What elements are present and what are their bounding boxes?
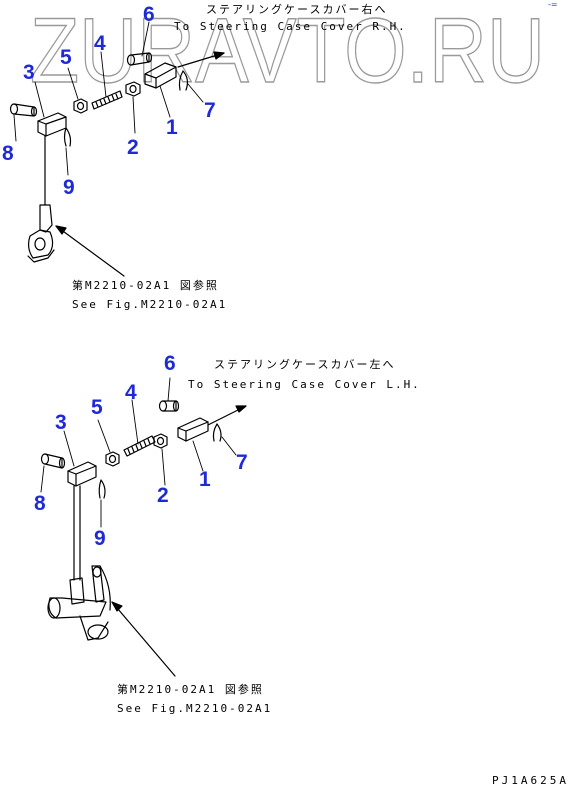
lower-clevis-3 (67, 461, 97, 487)
lower-callout-2: 2 (157, 484, 169, 507)
upper-yoke-1 (144, 62, 177, 89)
upper-callout-leaders (13, 21, 204, 176)
upper-callout-3: 3 (23, 61, 35, 84)
lower-reference-en: See Fig.M2210-02A1 (117, 702, 273, 715)
upper-clevis-3 (37, 112, 67, 137)
lower-callout-3: 3 (55, 411, 67, 434)
lower-direction-arrow (207, 405, 247, 426)
upper-reference-jp: 第M2210-02A1 図参照 (72, 279, 219, 292)
lower-callout-4: 4 (125, 381, 137, 404)
upper-nut-5 (73, 98, 88, 114)
upper-callout-8: 8 (2, 142, 14, 165)
upper-callout-2: 2 (127, 136, 139, 159)
lower-destination-jp: ステアリングケースカバー左へ (214, 358, 396, 371)
upper-callout-7: 7 (204, 99, 216, 122)
upper-callout-6: 6 (143, 3, 155, 26)
upper-nut-2 (125, 81, 141, 97)
lower-callout-8: 8 (34, 492, 46, 515)
upper-destination-jp: ステアリングケースカバー右へ (206, 3, 388, 16)
lower-callout-7: 7 (236, 451, 248, 474)
upper-reference-en: See Fig.M2210-02A1 (72, 298, 228, 311)
upper-callout-1: 1 (166, 116, 178, 139)
lower-reference-jp: 第M2210-02A1 図参照 (117, 683, 264, 696)
lower-ref-leader (111, 601, 176, 677)
lower-bolt-8 (40, 453, 66, 469)
upper-callout-5: 5 (60, 46, 72, 69)
upper-rod-4 (91, 90, 123, 110)
lower-rod-4 (123, 435, 156, 457)
upper-bolt-8 (9, 103, 38, 117)
upper-bolt-6 (126, 52, 153, 66)
lower-callout-5: 5 (91, 396, 103, 419)
corner-mark: -= (548, 0, 558, 9)
upper-pin-9 (63, 127, 72, 147)
upper-callout-9: 9 (63, 176, 75, 199)
lower-nut-5 (105, 451, 120, 467)
drawing-code: PJ1A625A (492, 774, 569, 787)
upper-lever (27, 204, 55, 263)
upper-callout-4: 4 (94, 32, 106, 55)
lower-pin-9 (98, 479, 106, 499)
lower-destination-en: To Steering Case Cover L.H. (188, 378, 421, 391)
lower-yoke-1 (177, 417, 209, 442)
lower-callout-1: 1 (199, 468, 211, 491)
lower-callout-leaders (40, 377, 237, 528)
lower-cotter-pin-7 (212, 423, 222, 442)
upper-direction-arrow (177, 51, 225, 68)
lower-callout-6: 6 (164, 352, 176, 375)
lower-bolt-6 (158, 400, 180, 412)
upper-destination-en: To Steering Case Cover R.H. (174, 20, 407, 33)
lower-nut-2 (153, 433, 168, 449)
lower-callout-9: 9 (94, 527, 106, 550)
lower-lever-assembly (47, 565, 111, 641)
upper-cotter-pin-7 (178, 70, 189, 91)
upper-ref-leader (55, 225, 125, 277)
